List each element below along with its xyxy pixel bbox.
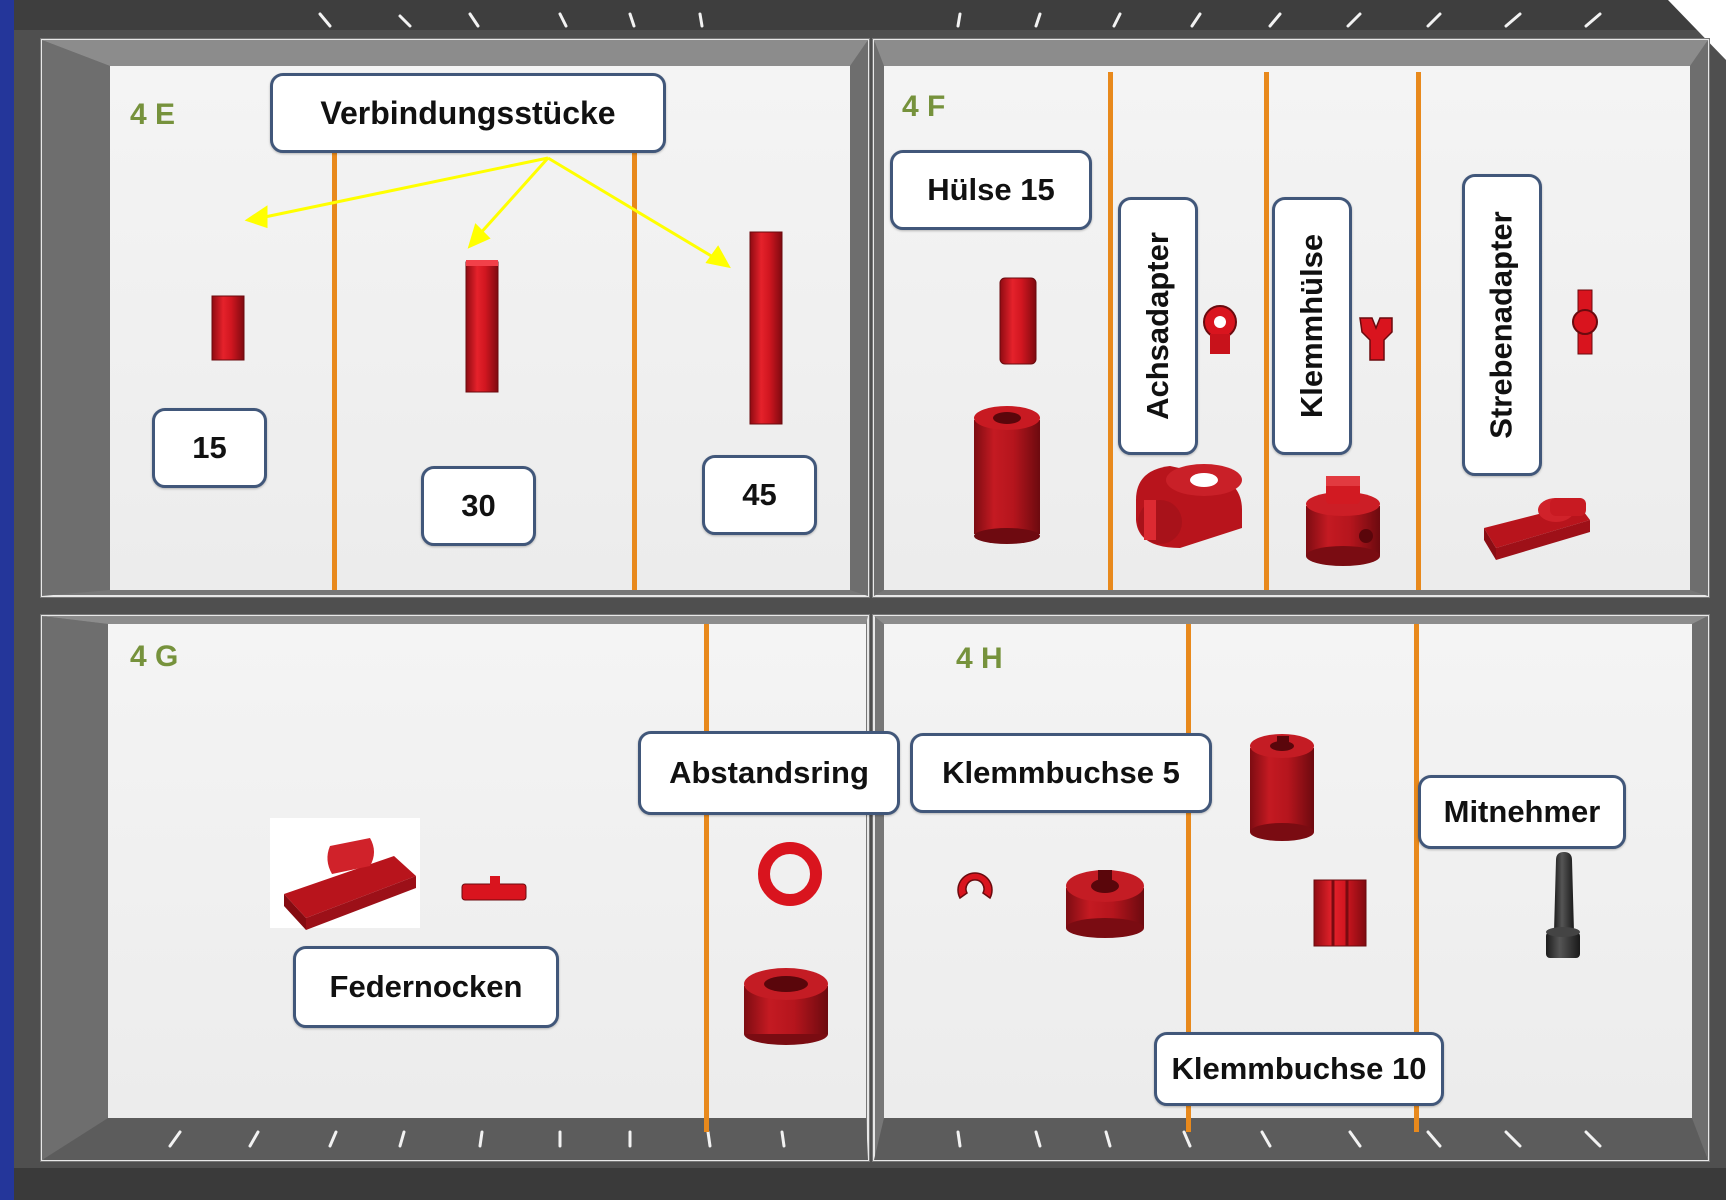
compartment-label-4h: 4 H	[956, 642, 1003, 675]
label-text: 45	[742, 477, 777, 512]
rim-ticks	[168, 12, 1602, 1148]
klemmbuchse-parts	[957, 734, 1580, 958]
label-text: Klemmbuchse 5	[942, 755, 1180, 790]
label-text: Strebenadapter	[1484, 211, 1519, 439]
compartment-dividers	[332, 72, 1421, 1132]
label-text: 30	[461, 488, 496, 523]
compartment-label-4f: 4 F	[902, 90, 946, 123]
label-text: Klemmbuchse 10	[1171, 1051, 1427, 1086]
label-text: Verbindungsstücke	[320, 94, 616, 131]
label-abstandsring: Abstandsring	[638, 731, 900, 815]
label-text: Klemmhülse	[1294, 233, 1329, 419]
label-strebenadapter: Strebenadapter	[1462, 174, 1542, 476]
label-klemmbuchse-10: Klemmbuchse 10	[1154, 1032, 1444, 1106]
sleeve-parts	[974, 277, 1598, 566]
label-text: Mitnehmer	[1443, 794, 1601, 829]
label-text: Federnocken	[329, 969, 523, 1004]
label-huelse-15: Hülse 15	[890, 150, 1092, 230]
label-text: Hülse 15	[927, 172, 1055, 207]
connector-parts	[211, 231, 783, 425]
label-klemmbuchse-5: Klemmbuchse 5	[910, 733, 1212, 813]
label-achsadapter: Achsadapter	[1118, 197, 1198, 455]
federnocken-parts	[270, 818, 828, 1045]
label-klemmhuelse: Klemmhülse	[1272, 197, 1352, 455]
arrows-verbindungsstuecke	[244, 156, 731, 269]
label-connector-15: 15	[152, 408, 267, 488]
mitnehmer-part	[1546, 852, 1580, 958]
label-mitnehmer: Mitnehmer	[1418, 775, 1626, 849]
label-text: Abstandsring	[669, 755, 869, 790]
label-connector-45: 45	[702, 455, 817, 535]
label-verbindungsstuecke: Verbindungsstücke	[270, 73, 666, 153]
label-federnocken: Federnocken	[293, 946, 559, 1028]
label-connector-30: 30	[421, 466, 536, 546]
label-text: Achsadapter	[1140, 232, 1176, 420]
compartment-label-4e: 4 E	[130, 98, 176, 131]
compartment-label-4g: 4 G	[130, 640, 179, 673]
label-text: 15	[192, 430, 227, 465]
